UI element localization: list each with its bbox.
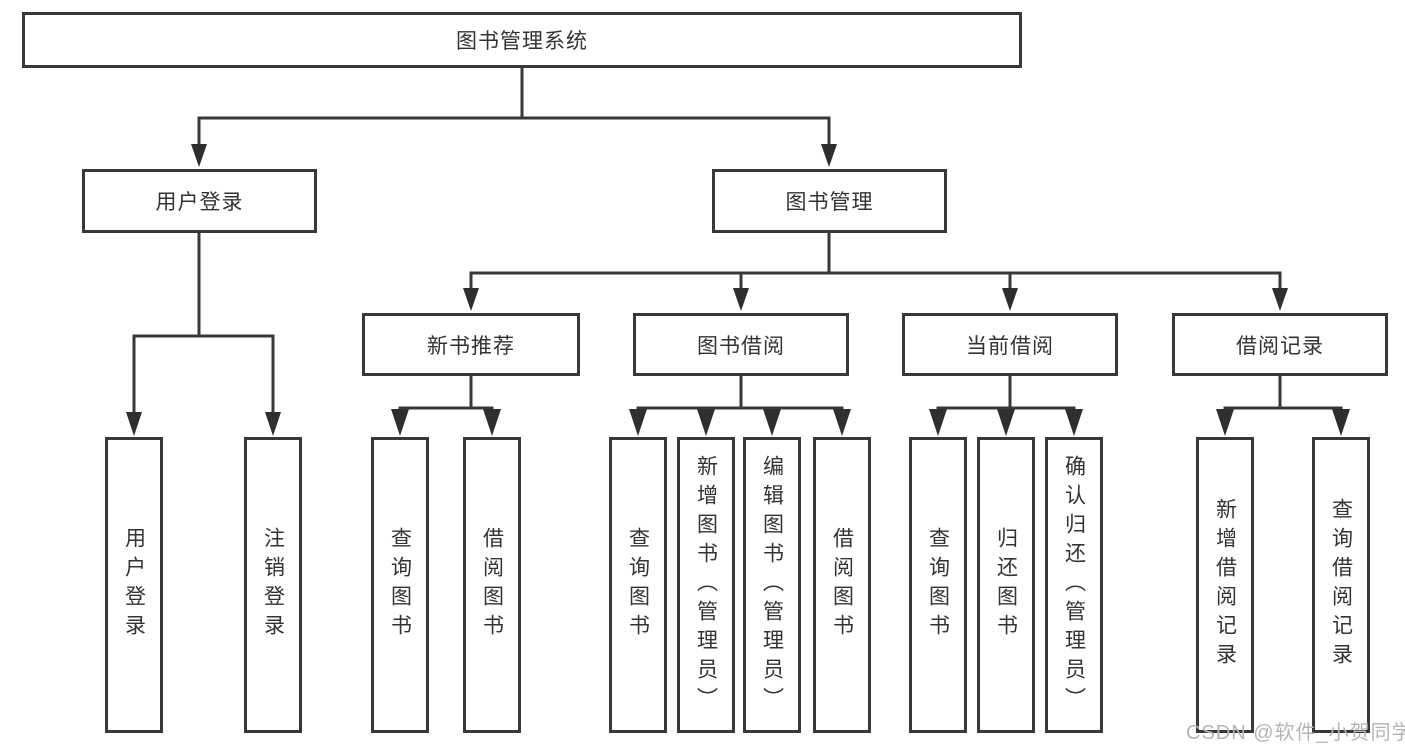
leaf-edit-book-admin-label: 编辑图书（管理员） (760, 454, 784, 716)
edges-book-management-to-level3 (463, 231, 1288, 311)
arrowhead-leaf-borrow-books-1 (483, 409, 501, 436)
leaf-query-books-3: 查询图书 (909, 437, 967, 733)
node-borrow-records-label: 借阅记录 (1236, 334, 1324, 358)
leaf-query-books-3-label: 查询图书 (926, 527, 950, 643)
edges-user-login-subtree (126, 231, 281, 436)
arrowhead-leaf-confirm-return (1065, 409, 1083, 436)
leaf-query-books-1-label: 查询图书 (388, 527, 412, 643)
arrowhead-leaf-add-record (1216, 409, 1234, 436)
leaf-borrow-books-1-label: 借阅图书 (480, 527, 504, 643)
leaf-add-book-admin: 新增图书（管理员） (677, 437, 735, 733)
leaf-borrow-books-2: 借阅图书 (813, 437, 871, 733)
leaf-query-borrow-record: 查询借阅记录 (1312, 437, 1370, 733)
leaf-logout: 注销登录 (244, 437, 302, 733)
leaf-edit-book-admin: 编辑图书（管理员） (743, 437, 801, 733)
edges-new-books-subtree (391, 374, 501, 436)
arrowhead-new-books (463, 288, 479, 311)
leaf-add-borrow-record: 新增借阅记录 (1196, 437, 1254, 733)
node-borrow-records: 借阅记录 (1172, 313, 1388, 376)
arrowhead-leaf-query-books-1 (391, 409, 409, 436)
arrowhead-user-login (191, 144, 207, 167)
node-user-login: 用户登录 (82, 169, 317, 233)
leaf-user-login-label: 用户登录 (122, 527, 146, 643)
node-book-borrowing: 图书借阅 (633, 313, 849, 376)
arrowhead-book-borrowing (733, 288, 749, 311)
arrowhead-current-borrowing (1002, 288, 1018, 311)
edges-current-borrowing-subtree (929, 374, 1083, 436)
leaf-confirm-return-admin: 确认归还（管理员） (1045, 437, 1103, 733)
node-book-borrowing-label: 图书借阅 (697, 334, 785, 358)
arrowhead-leaf-edit-book (763, 409, 781, 436)
edges-root-to-level2 (191, 66, 837, 167)
arrowhead-leaf-borrow-books-2 (833, 409, 851, 436)
arrowhead-book-management (821, 144, 837, 167)
leaf-return-books-label: 归还图书 (994, 527, 1018, 643)
leaf-logout-label: 注销登录 (261, 527, 285, 643)
arrowhead-leaf-add-book (697, 409, 715, 436)
leaf-confirm-return-admin-label: 确认归还（管理员） (1062, 454, 1086, 716)
leaf-query-borrow-record-label: 查询借阅记录 (1329, 498, 1353, 672)
arrowhead-leaf-logout (265, 412, 281, 436)
arrowhead-leaf-query-books-3 (929, 409, 947, 436)
node-user-login-label: 用户登录 (155, 191, 244, 214)
arrowhead-leaf-login (126, 412, 142, 436)
leaf-add-borrow-record-label: 新增借阅记录 (1213, 498, 1237, 672)
leaf-add-book-admin-label: 新增图书（管理员） (694, 454, 718, 716)
leaf-query-books-2: 查询图书 (609, 437, 667, 733)
leaf-borrow-books-2-label: 借阅图书 (830, 527, 854, 643)
edges-book-borrowing-subtree (629, 374, 851, 436)
node-new-books-label: 新书推荐 (427, 334, 515, 358)
node-root-label: 图书管理系统 (456, 30, 588, 53)
edges-borrow-records-subtree (1216, 374, 1350, 436)
node-new-books: 新书推荐 (362, 313, 580, 376)
leaf-query-books-1: 查询图书 (371, 437, 429, 733)
leaf-query-books-2-label: 查询图书 (626, 527, 650, 643)
arrowhead-leaf-query-books-2 (629, 409, 647, 436)
node-root: 图书管理系统 (22, 12, 1022, 68)
arrowhead-borrow-records (1272, 288, 1288, 311)
node-book-management-label: 图书管理 (785, 191, 874, 214)
leaf-return-books: 归还图书 (977, 437, 1035, 733)
watermark: CSDN @软件_小贺同学 (1186, 722, 1405, 744)
leaf-borrow-books-1: 借阅图书 (463, 437, 521, 733)
node-current-borrowing: 当前借阅 (902, 313, 1118, 376)
node-book-management: 图书管理 (712, 169, 947, 233)
arrowhead-leaf-query-record (1332, 409, 1350, 436)
leaf-user-login: 用户登录 (105, 437, 163, 733)
arrowhead-leaf-return-books (997, 409, 1015, 436)
node-current-borrowing-label: 当前借阅 (966, 334, 1054, 358)
